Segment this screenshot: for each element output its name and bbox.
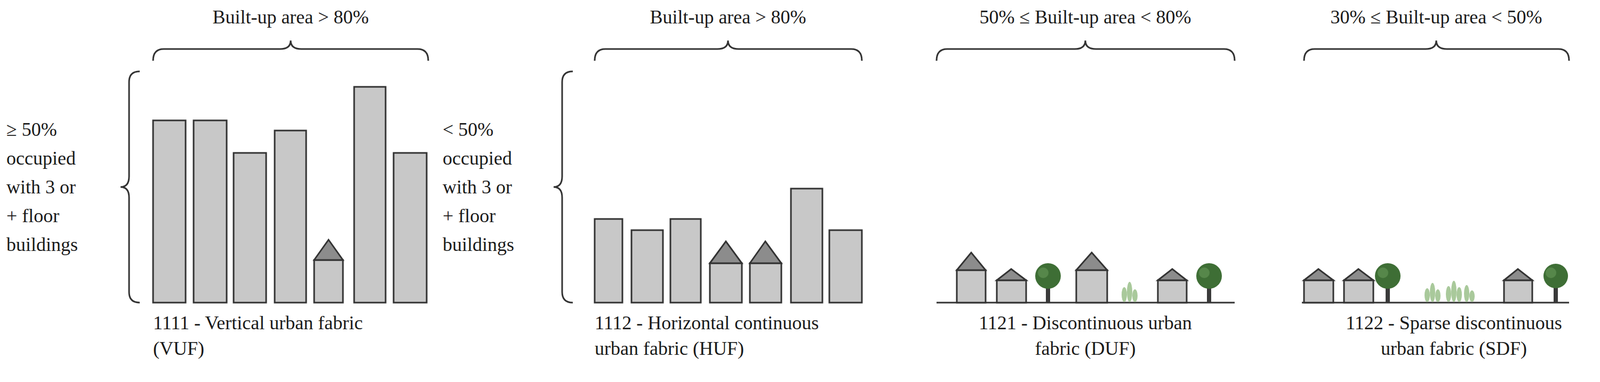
- building: [354, 86, 386, 303]
- top-brace: [936, 40, 1235, 61]
- roof: [1504, 269, 1533, 281]
- tree: [1543, 264, 1568, 303]
- roof: [749, 241, 782, 264]
- roof: [709, 241, 742, 264]
- building: [670, 219, 701, 303]
- house: [1504, 280, 1533, 303]
- shrub: [1121, 282, 1138, 303]
- building: [790, 188, 823, 303]
- house: [1304, 280, 1334, 303]
- building: [631, 230, 663, 303]
- side-note: < 50% occupied with 3 or + floor buildin…: [442, 115, 523, 260]
- building: [233, 153, 267, 303]
- roof: [1076, 252, 1108, 271]
- house: [956, 270, 986, 303]
- sparse-scene: [1301, 263, 1570, 303]
- tree: [1196, 263, 1222, 303]
- building: [829, 230, 862, 303]
- side-brace: [120, 71, 140, 303]
- tree: [1374, 263, 1401, 303]
- building: [749, 263, 782, 303]
- brace-label: Built-up area > 80%: [568, 5, 888, 29]
- top-brace: [153, 40, 429, 61]
- brace-label: Built-up area > 80%: [130, 5, 451, 29]
- house: [996, 280, 1027, 303]
- side-note: ≥ 50% occupied with 3 or + floor buildin…: [6, 115, 87, 260]
- braces: [120, 40, 1570, 303]
- building: [193, 120, 227, 303]
- roof: [1304, 269, 1334, 281]
- building: [153, 120, 186, 303]
- buildings-vertical: [153, 86, 427, 303]
- roof: [314, 240, 343, 261]
- class-caption: 1112 - Horizontal continuous urban fabri…: [594, 310, 835, 362]
- house: [1076, 270, 1108, 303]
- building: [594, 219, 623, 303]
- side-brace: [553, 71, 573, 303]
- top-brace: [1304, 40, 1570, 61]
- house: [1344, 280, 1374, 303]
- building: [393, 153, 427, 303]
- brace-label: 50% ≤ Built-up area < 80%: [925, 5, 1246, 29]
- top-brace: [594, 40, 862, 61]
- roof: [956, 252, 986, 271]
- brace-label: 30% ≤ Built-up area < 50%: [1276, 5, 1597, 29]
- discontinuous-scene: [936, 252, 1235, 303]
- shrub: [1424, 281, 1475, 303]
- roof: [1157, 269, 1187, 281]
- tree: [1035, 263, 1061, 303]
- building: [314, 260, 343, 303]
- building: [709, 263, 742, 303]
- roof: [1344, 269, 1374, 281]
- house: [1157, 280, 1187, 303]
- roof: [996, 269, 1027, 281]
- class-caption: 1111 - Vertical urban fabric (VUF): [153, 310, 378, 362]
- class-caption: 1121 - Discontinuous urban fabric (DUF): [968, 310, 1203, 362]
- buildings-horizontal: [594, 188, 862, 303]
- building: [274, 130, 307, 303]
- class-caption: 1122 - Sparse discontinuous urban fabric…: [1336, 310, 1572, 362]
